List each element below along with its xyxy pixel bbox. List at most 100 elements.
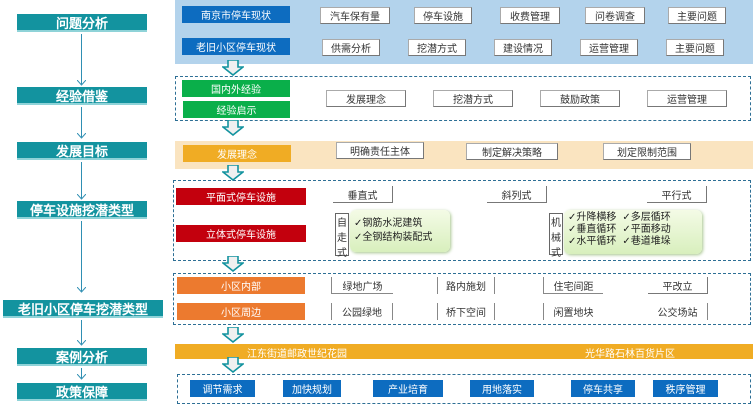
- chip: 斜列式: [487, 186, 547, 203]
- chip: 停车设施: [414, 7, 472, 24]
- self-drive-label: 自 走 式: [335, 213, 349, 259]
- chip: 挖潜方式: [408, 39, 466, 56]
- policy-label: 调节需求: [202, 385, 243, 396]
- chip-label: 发展理念: [346, 95, 386, 106]
- flow-line: [81, 320, 82, 344]
- arrow-down-icon: [77, 80, 86, 86]
- policy-item: 秩序管理: [653, 380, 718, 397]
- category-label: 经验启示: [216, 106, 257, 117]
- chip-label: 停车设施: [423, 12, 463, 23]
- list-item: ✓升降横移: [568, 212, 617, 223]
- chip-label: 公交场站: [657, 308, 698, 319]
- policy-item: 停车共享: [571, 380, 635, 397]
- case-label: 光华路石林百货片区: [585, 349, 675, 360]
- chip-label: 挖潜方式: [417, 44, 457, 55]
- chip-label: 平改立: [662, 281, 693, 293]
- chip: 平行式: [647, 186, 707, 203]
- chip: 明确责任主体: [336, 142, 424, 159]
- block-arrow-down-icon: [222, 256, 244, 272]
- list-item: ✓水平循环: [568, 236, 617, 247]
- chip: 问卷调查: [585, 7, 645, 24]
- chip: 建设情况: [494, 39, 552, 56]
- flow-line: [81, 34, 82, 84]
- stage-label: 案例分析: [55, 350, 108, 366]
- flow-line: [81, 221, 82, 291]
- category-label: 平面式停车设施: [206, 193, 276, 204]
- policy-item: 用地落实: [470, 380, 534, 397]
- stage-label: 经验借鉴: [55, 89, 108, 105]
- category-label: 立体式停车设施: [206, 230, 276, 241]
- chip-label: 住宅间距: [553, 281, 594, 293]
- category-domestic-foreign: 国内外经验: [182, 80, 290, 97]
- chip: 供需分析: [322, 39, 380, 56]
- stage-development-goal: 发展目标: [17, 142, 147, 160]
- mechanical-label: 机 械 式: [549, 213, 563, 259]
- stage-community-types: 老旧小区停车挖潜类型: [3, 300, 163, 318]
- chip-label: 主要问题: [677, 12, 717, 23]
- block-arrow-down-icon: [222, 165, 244, 181]
- category-label: 小区周边: [221, 308, 261, 319]
- arrow-down-icon: [77, 194, 86, 200]
- stage-experience: 经验借鉴: [17, 87, 147, 105]
- chip-label: 斜列式: [501, 190, 532, 202]
- chip: 主要问题: [666, 39, 724, 56]
- stage-label: 政策保障: [55, 385, 108, 401]
- chip-label: 供需分析: [331, 44, 371, 55]
- chip: 划定限制范围: [603, 143, 691, 160]
- stage-label: 问题分析: [55, 16, 108, 32]
- category-label: 老旧小区停车现状: [196, 43, 276, 54]
- chip-label: 制定解决策略: [482, 148, 542, 159]
- chip: 制定解决策略: [466, 143, 558, 160]
- stage-label: 发展目标: [55, 144, 108, 160]
- case-bar: 江东街道邮政世纪花园 光华路石林百货片区: [175, 344, 753, 360]
- category-label: 南京市停车现状: [201, 11, 271, 22]
- category-label: 国内外经验: [211, 85, 261, 96]
- category-old-community-status: 老旧小区停车现状: [182, 38, 290, 55]
- chip-label: 建设情况: [503, 44, 543, 55]
- chip-label: 绿地广场: [342, 281, 383, 293]
- stage-facility-types: 停车设施挖潜类型: [17, 201, 147, 219]
- arrow-down-icon: [77, 133, 86, 139]
- policy-label: 停车共享: [583, 385, 623, 396]
- block-arrow-down-icon: [222, 327, 244, 343]
- list-item: ✓全钢结构装配式: [354, 232, 433, 243]
- policy-label: 秩序管理: [665, 385, 706, 396]
- chip-label: 鼓励政策: [560, 95, 600, 106]
- category-lessons: 经验启示: [183, 101, 290, 118]
- chip: 路内施划: [437, 277, 495, 294]
- label-char: 式: [337, 248, 347, 259]
- chip-label: 划定限制范围: [617, 148, 677, 159]
- chip-label: 明确责任主体: [350, 147, 410, 158]
- chip: 桥下空间: [437, 303, 495, 320]
- chip: 闲置地块: [543, 303, 603, 320]
- chip-label: 主要问题: [675, 44, 715, 55]
- label-char: 自: [337, 218, 347, 229]
- stage-label: 停车设施挖潜类型: [29, 203, 134, 219]
- policy-item: 加快规划: [283, 380, 341, 397]
- policy-label: 用地落实: [482, 385, 522, 396]
- chip-label: 运营管理: [667, 95, 707, 106]
- chip-label: 运营管理: [589, 44, 629, 55]
- category-label: 小区内部: [221, 282, 261, 293]
- flow-line: [81, 162, 82, 198]
- chip: 收费管理: [500, 7, 560, 24]
- policy-label: 产业培育: [388, 385, 428, 396]
- policy-item: 调节需求: [190, 380, 255, 397]
- community-box: [173, 273, 751, 325]
- block-arrow-down-icon: [222, 60, 244, 76]
- category-stereo-parking: 立体式停车设施: [176, 225, 306, 242]
- chip-label: 收费管理: [510, 12, 550, 23]
- chip: 主要问题: [668, 7, 726, 24]
- policy-label: 加快规划: [292, 385, 332, 396]
- list-item: ✓平面移动: [622, 224, 671, 235]
- experience-box: [175, 76, 751, 121]
- block-arrow-down-icon: [222, 120, 244, 136]
- mechanical-panel: ✓升降横移✓多层循环 ✓垂直循环✓平面移动 ✓水平循环✓巷道堆垛: [564, 210, 702, 254]
- chip-label: 桥下空间: [446, 308, 486, 319]
- list-item: ✓多层循环: [622, 212, 671, 223]
- category-around-community: 小区周边: [177, 303, 305, 320]
- chip-label: 平行式: [661, 190, 692, 202]
- label-char: 械: [551, 233, 561, 244]
- flow-line: [81, 368, 82, 378]
- list-item: ✓巷道堆垛: [622, 236, 671, 247]
